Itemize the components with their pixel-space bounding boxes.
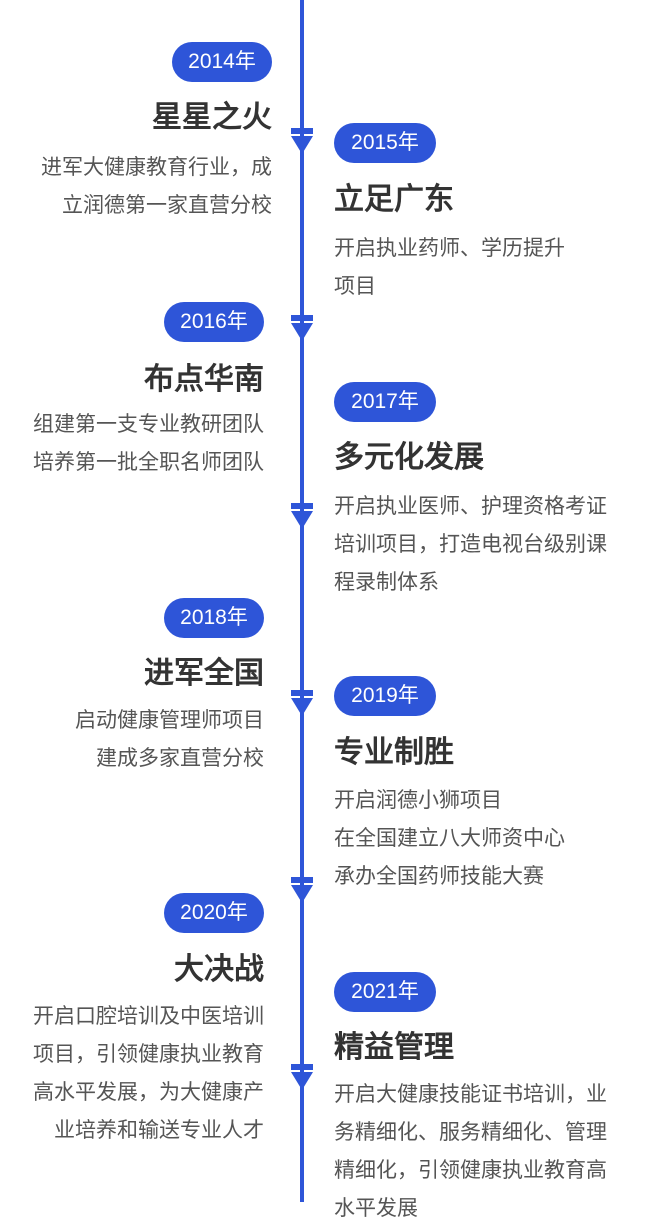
description-line: 高水平发展，为大健康产 (33, 1080, 264, 1104)
description-line: 开启执业药师、学历提升 (334, 236, 565, 260)
description-line: 程录制体系 (334, 570, 439, 594)
event-description: 开启执业医师、护理资格考证 培训项目，打造电视台级别课 程录制体系 (334, 487, 607, 601)
arrow-marker-icon (291, 128, 313, 154)
arrow-marker-icon (291, 690, 313, 716)
description-line: 承办全国药师技能大赛 (334, 864, 544, 888)
description-line: 水平发展 (334, 1196, 418, 1220)
year-badge: 2019年 (334, 676, 436, 716)
description-line: 项目，引领健康执业教育 (33, 1042, 264, 1066)
description-line: 精细化，引领健康执业教育高 (334, 1158, 607, 1182)
event-title: 多元化发展 (334, 440, 484, 475)
description-line: 启动健康管理师项目 (75, 708, 264, 732)
event-title: 立足广东 (334, 182, 454, 217)
event-title: 专业制胜 (334, 735, 454, 770)
year-badge: 2021年 (334, 972, 436, 1012)
description-line: 在全国建立八大师资中心 (334, 826, 565, 850)
year-badge: 2014年 (172, 42, 272, 82)
arrow-marker-icon (291, 877, 313, 903)
event-description: 开启大健康技能证书培训，业 务精细化、服务精细化、管理 精细化，引领健康执业教育… (334, 1075, 607, 1227)
description-line: 开启口腔培训及中医培训 (33, 1004, 264, 1028)
description-line: 开启润德小狮项目 (334, 788, 502, 812)
arrow-marker-icon (291, 503, 313, 529)
event-title: 进军全国 (144, 656, 264, 691)
description-line: 培养第一批全职名师团队 (33, 450, 264, 474)
description-line: 培训项目，打造电视台级别课 (334, 532, 607, 556)
event-title: 精益管理 (334, 1030, 454, 1065)
year-badge: 2016年 (164, 302, 264, 342)
year-badge: 2020年 (164, 893, 264, 933)
description-line: 项目 (334, 274, 376, 298)
description-line: 务精细化、服务精细化、管理 (334, 1120, 607, 1144)
description-line: 开启大健康技能证书培训，业 (334, 1082, 607, 1106)
description-line: 开启执业医师、护理资格考证 (334, 494, 607, 518)
timeline-axis (300, 0, 304, 1202)
event-title: 布点华南 (144, 362, 264, 397)
description-line: 立润德第一家直营分校 (62, 193, 272, 217)
event-title: 星星之火 (152, 100, 272, 135)
event-description: 组建第一支专业教研团队 培养第一批全职名师团队 (33, 405, 264, 481)
event-description: 进军大健康教育行业，成 立润德第一家直营分校 (41, 148, 272, 224)
arrow-marker-icon (291, 1064, 313, 1090)
year-badge: 2015年 (334, 123, 436, 163)
event-description: 开启润德小狮项目 在全国建立八大师资中心 承办全国药师技能大赛 (334, 781, 565, 895)
description-line: 进军大健康教育行业，成 (41, 155, 272, 179)
event-title: 大决战 (174, 952, 264, 987)
event-description: 开启口腔培训及中医培训 项目，引领健康执业教育 高水平发展，为大健康产 业培养和… (33, 997, 264, 1149)
event-description: 启动健康管理师项目 建成多家直营分校 (75, 701, 264, 777)
arrow-marker-icon (291, 315, 313, 341)
year-badge: 2017年 (334, 382, 436, 422)
event-description: 开启执业药师、学历提升 项目 (334, 229, 565, 305)
year-badge: 2018年 (164, 598, 264, 638)
description-line: 建成多家直营分校 (96, 746, 264, 770)
description-line: 组建第一支专业教研团队 (33, 412, 264, 436)
description-line: 业培养和输送专业人才 (54, 1118, 264, 1142)
